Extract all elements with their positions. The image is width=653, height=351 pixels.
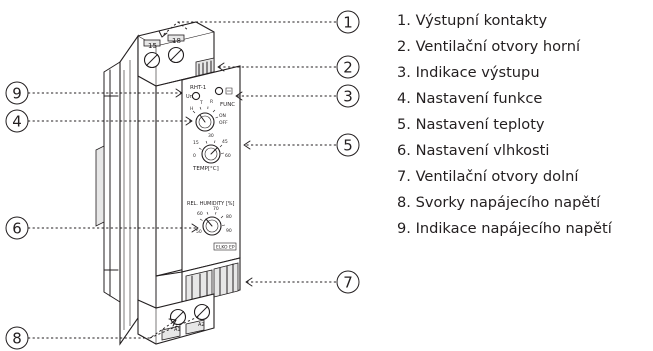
func-scale-on: ON — [219, 113, 226, 119]
func-scale-t: T — [199, 100, 203, 106]
humidity-scale-90: 90 — [226, 228, 232, 234]
temp-scale-15: 15 — [193, 140, 199, 146]
terminal-label-a1: A1 — [174, 327, 181, 333]
humidity-scale-80: 80 — [226, 214, 232, 220]
callout-number-6: 6 — [12, 220, 22, 238]
supply-terminal-screw-a2 — [193, 303, 211, 321]
callout-arrow-8 — [168, 318, 177, 327]
temp-scale-30: 30 — [208, 133, 214, 139]
callout-arrow-4 — [185, 116, 193, 126]
legend-item-6: 6. Nastavení vlhkosti — [397, 142, 550, 159]
humidity-scale-50: 50 — [196, 229, 202, 235]
temp-scale-0: 0 — [193, 153, 196, 159]
callout-7: 7 — [336, 270, 360, 294]
terminal-label-a2: A2 — [198, 322, 205, 328]
output-led — [214, 86, 224, 96]
legend-item-5: 5. Nastavení teploty — [397, 116, 545, 133]
humidity-scale-60: 60 — [197, 211, 203, 217]
func-scale-r: R — [210, 99, 213, 105]
func-label: FUNC — [220, 102, 235, 108]
callout-8: 8 — [5, 326, 29, 350]
legend-item-4: 4. Nastavení funkce — [397, 90, 543, 107]
callout-arrow-3 — [235, 91, 243, 101]
housing-side — [119, 34, 139, 346]
temp-label: TEMP[°C] — [192, 166, 219, 172]
brand-text: ELKO EP — [216, 245, 235, 251]
din-rail-clip — [95, 61, 121, 303]
callout-number-3: 3 — [343, 88, 353, 106]
function-dial — [192, 106, 219, 132]
callout-arrow-2 — [217, 62, 225, 72]
humidity-scale-70: 70 — [213, 206, 219, 212]
top-terminal-screw-18 — [167, 46, 185, 64]
temp-scale-45: 45 — [222, 139, 228, 145]
legend-item-8: 8. Svorky napájecího napětí — [397, 194, 601, 211]
legend-item-7: 7. Ventilační otvory dolní — [397, 168, 579, 185]
supply-terminal-screw-a1 — [169, 308, 187, 326]
callout-number-5: 5 — [343, 137, 353, 155]
legend-list: 1. Výstupní kontakty 2. Ventilační otvor… — [397, 8, 612, 242]
callout-5: 5 — [336, 133, 360, 157]
callout-arrow-5 — [243, 140, 251, 150]
callout-number-1: 1 — [343, 14, 353, 32]
callout-line-1b — [177, 21, 189, 31]
callout-number-8: 8 — [12, 330, 22, 348]
func-scale-off: OFF — [219, 120, 228, 126]
brand-logo: ELKO EP — [213, 242, 237, 251]
callout-4: 4 — [5, 109, 29, 133]
callout-1: 1 — [336, 10, 360, 34]
humidity-label: REL. HUMIDITY [%] — [187, 201, 235, 207]
model-label: RHT-1 — [190, 85, 206, 91]
callout-arrow-7 — [245, 277, 253, 287]
callout-3: 3 — [336, 84, 360, 108]
terminal-label-18: 18 — [172, 37, 181, 45]
top-terminal-screw-15 — [143, 51, 161, 69]
callout-6: 6 — [5, 216, 29, 240]
callout-arrow-6 — [191, 223, 199, 233]
terminal-label-15: 15 — [148, 42, 157, 50]
legend-item-3: 3. Indikace výstupu — [397, 64, 540, 81]
callout-2: 2 — [336, 55, 360, 79]
legend-item-2: 2. Ventilační otvory horní — [397, 38, 581, 55]
callout-arrow-9 — [175, 88, 183, 98]
callout-number-9: 9 — [12, 85, 22, 103]
led-un-label: Un — [186, 94, 193, 100]
legend-item-1: 1. Výstupní kontakty — [397, 12, 548, 29]
callout-number-2: 2 — [343, 59, 353, 77]
callout-arrow-1 — [158, 30, 168, 38]
callout-line-8 — [28, 319, 177, 339]
callout-9: 9 — [5, 81, 29, 105]
relay-symbol-icon — [225, 87, 233, 95]
legend-item-9: 9. Indikace napájecího napětí — [397, 220, 612, 237]
temp-scale-60: 60 — [225, 153, 231, 159]
temperature-dial — [198, 140, 225, 164]
func-scale-h: H — [190, 106, 193, 112]
callout-number-7: 7 — [343, 274, 353, 292]
power-led — [191, 91, 201, 101]
humidity-dial — [199, 211, 226, 236]
callout-number-4: 4 — [12, 113, 22, 131]
